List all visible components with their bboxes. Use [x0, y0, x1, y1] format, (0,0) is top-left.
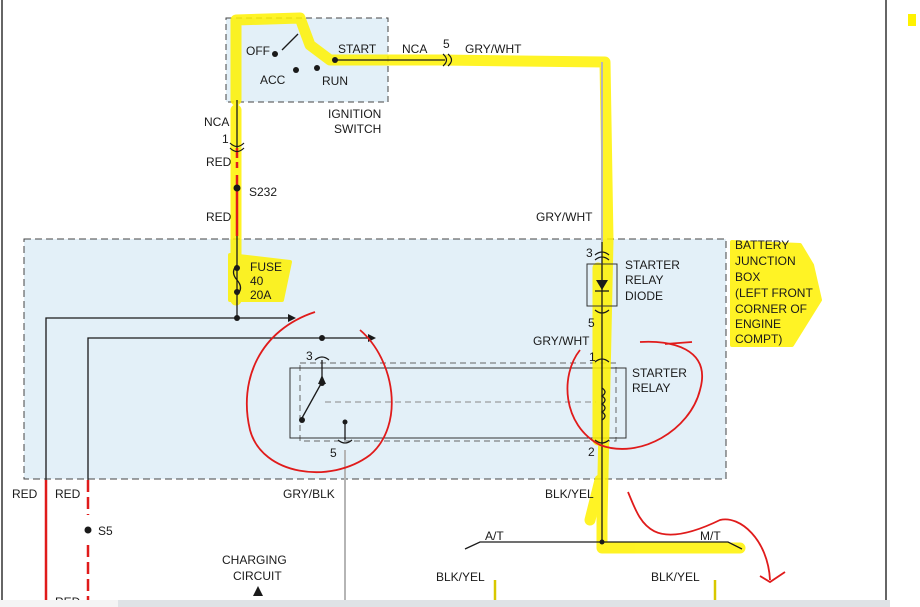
connector-arcs	[229, 53, 610, 444]
black-wires	[45, 33, 743, 550]
at-label: A/T	[485, 529, 504, 543]
relay-pin1: 1	[589, 350, 596, 364]
bjb-line3: BOX	[735, 270, 760, 284]
mt-label: M/T	[700, 529, 721, 543]
ignition-title-1: IGNITION	[328, 107, 381, 121]
label-start: START	[338, 42, 377, 56]
gray-wires	[344, 62, 603, 607]
red-bottom-2: RED	[55, 487, 81, 501]
bjb-line6: ENGINE	[735, 317, 781, 331]
pin5-top: 5	[443, 37, 450, 51]
relay-pin5: 5	[330, 446, 337, 460]
starter-relay-dashed-box	[299, 362, 617, 442]
label-acc: ACC	[260, 73, 286, 87]
relay-line2: RELAY	[632, 381, 670, 395]
relay-pin3: 3	[306, 349, 313, 363]
fuse-symbol	[232, 264, 242, 296]
bjb-line1: BATTERY	[735, 238, 789, 252]
diode-line2: RELAY	[625, 273, 663, 287]
s232-label: S232	[249, 185, 277, 199]
charging-line1: CHARGING	[222, 553, 287, 567]
red-label-1: RED	[206, 155, 232, 169]
bjb-line5: CORNER OF	[735, 302, 807, 316]
bjb-line2: JUNCTION	[735, 254, 796, 268]
arrow-right-1	[288, 314, 296, 322]
relay-coil	[600, 387, 606, 421]
gry-wht-top: GRY/WHT	[465, 42, 522, 56]
blk-yel-left: BLK/YEL	[436, 570, 485, 584]
diode-pin3: 3	[586, 246, 593, 260]
fuse-line1: FUSE	[250, 260, 282, 274]
arrow-up-charging	[253, 586, 263, 596]
diode-symbol	[596, 280, 608, 290]
red-annotations	[245, 311, 786, 584]
gry-wht-right: GRY/WHT	[536, 210, 593, 224]
blk-yel-right: BLK/YEL	[651, 570, 700, 584]
relay-line1: STARTER	[632, 366, 687, 380]
pin1-left: 1	[222, 132, 229, 146]
charging-line2: CIRCUIT	[233, 569, 282, 583]
bjb-line4: (LEFT FRONT	[735, 286, 813, 300]
margin-highlight-mark	[908, 14, 916, 26]
label-off: OFF	[246, 44, 270, 58]
relay-pin2: 2	[588, 445, 595, 459]
s5-label: S5	[98, 524, 113, 538]
diode-line3: DIODE	[625, 289, 663, 303]
gry-blk-label: GRY/BLK	[283, 487, 335, 501]
ignition-title-2: SWITCH	[334, 122, 381, 136]
bjb-line7: COMPT)	[735, 332, 782, 346]
gry-wht-mid: GRY/WHT	[533, 334, 590, 348]
junction-dots	[84, 51, 605, 545]
diode-line1: STARTER	[625, 258, 680, 272]
red-bottom-1: RED	[12, 487, 38, 501]
diode-pin5: 5	[588, 316, 595, 330]
label-run: RUN	[322, 74, 348, 88]
red-label-2: RED	[206, 210, 232, 224]
bottom-tab-strip	[0, 600, 118, 607]
starter-relay-box	[289, 367, 627, 439]
blk-yel-label: BLK/YEL	[545, 487, 594, 501]
bottom-scroll-bar[interactable]	[118, 600, 890, 607]
fuse-line2: 40	[250, 274, 264, 288]
battery-junction-box	[23, 238, 727, 480]
fuse-line3: 20A	[250, 288, 271, 302]
diode-box	[586, 263, 618, 307]
nca-top: NCA	[402, 42, 427, 56]
nca-left: NCA	[204, 115, 229, 129]
